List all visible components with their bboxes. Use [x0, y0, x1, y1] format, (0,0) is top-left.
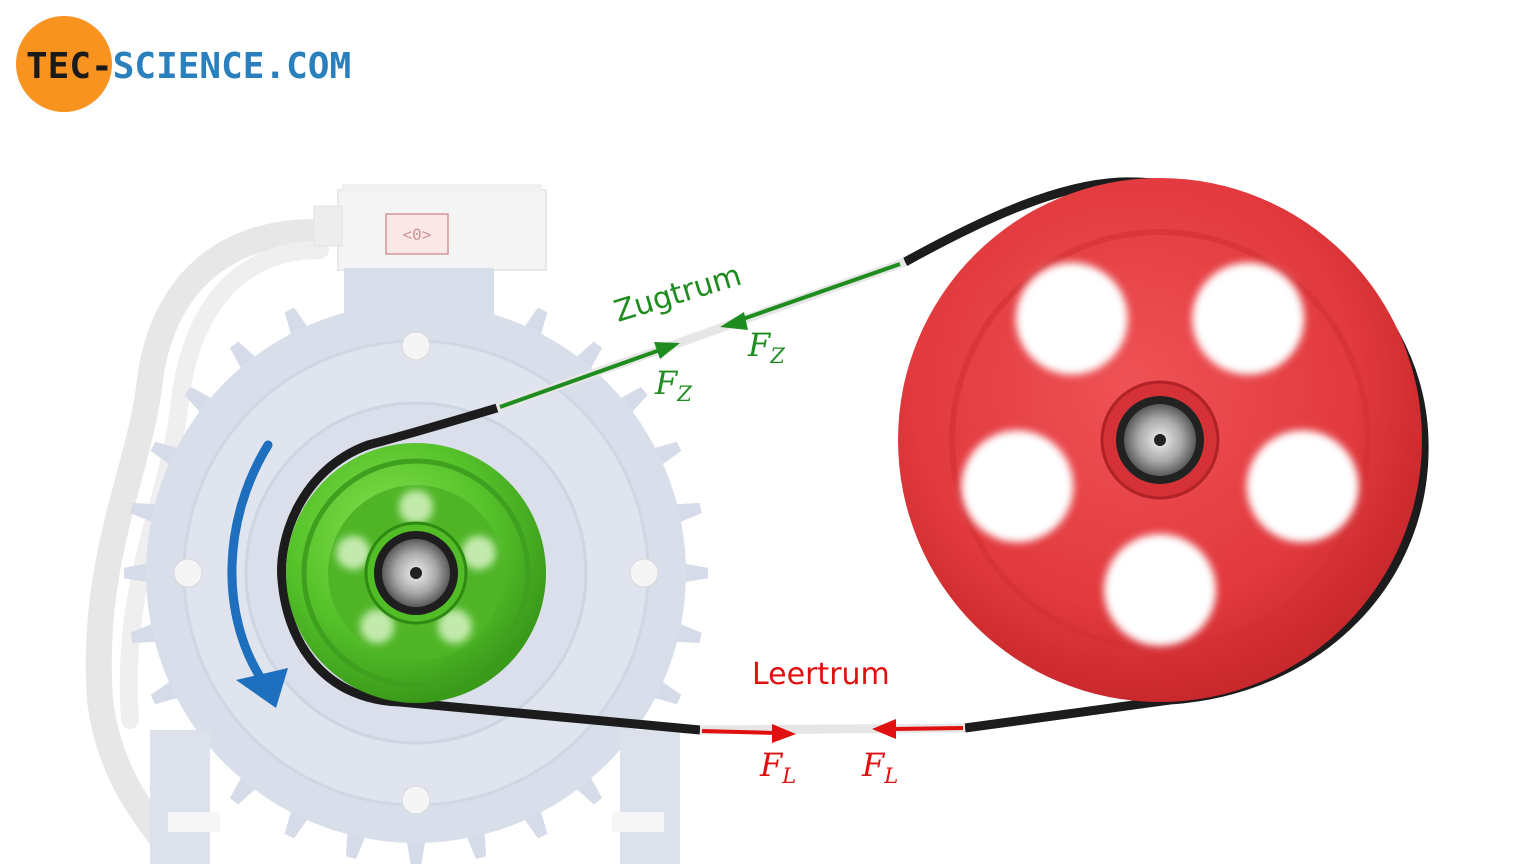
force-label-slack-right: FL: [861, 746, 898, 788]
driving-pulley: [286, 443, 546, 703]
force-subscript: Z: [676, 382, 692, 406]
force-arrowhead-tight-right: [720, 312, 748, 330]
screw-icon: [173, 558, 203, 588]
rotation-arrow-head: [236, 668, 288, 708]
force-symbol: F: [654, 364, 679, 402]
terminal-label: <0>: [403, 225, 432, 244]
pulley-hole: [437, 609, 472, 644]
pulley-hole: [360, 609, 395, 644]
svg-text:TEC-SCIENCE.COM: TEC-SCIENCE.COM: [26, 46, 351, 87]
force-subscript: L: [781, 764, 796, 788]
screw-icon: [629, 558, 659, 588]
force-label-slack-left: FL: [759, 746, 796, 788]
motor-foot: [150, 730, 210, 864]
terminal-cap: [342, 184, 542, 192]
pulley-hole: [1192, 262, 1305, 375]
slack-side-label: Leertrum: [752, 657, 890, 692]
force-subscript: L: [883, 764, 898, 788]
terminal-label-plate: [385, 213, 449, 255]
screw-icon: [401, 331, 431, 361]
terminal-gland: [313, 205, 343, 247]
logo-dash: -: [91, 46, 113, 87]
force-label-tight-lower: FZ: [654, 364, 692, 406]
force-symbol: F: [747, 326, 772, 364]
rotation-arrow-shaft: [227, 440, 273, 685]
pulley-hole: [961, 430, 1074, 543]
force-label-tight-upper: FZ: [747, 326, 785, 368]
driving-shaft-center: [410, 567, 422, 579]
force-arrow-slack-left: [701, 729, 776, 735]
driving-pulley-holes: [336, 490, 496, 644]
force-arrowhead-tight-left: [654, 342, 680, 359]
force-symbol: F: [759, 746, 784, 784]
force-arrowhead-slack-right: [872, 719, 896, 739]
force-subscript: Z: [769, 344, 785, 368]
curved-arrow-icon: [227, 440, 288, 708]
force-arrow-slack-right: [892, 726, 964, 731]
driven-shaft-center: [1154, 434, 1166, 446]
logo-part-blue: SCIENCE.COM: [113, 46, 351, 87]
motor-cable: [119, 241, 329, 729]
pulley-hole: [1104, 534, 1216, 646]
force-arrowhead-slack-left: [772, 724, 796, 743]
force-arrow-tight-left: [499, 348, 661, 409]
pulley-hole: [461, 535, 496, 570]
tight-side-label: Zugtrum: [610, 258, 745, 330]
motor-cable: [85, 218, 333, 863]
logo-part-dark: TEC: [26, 46, 91, 87]
pulley-hole: [1015, 262, 1128, 375]
tight-side-forces: [499, 262, 901, 409]
pulley-hole: [399, 490, 433, 524]
site-logo[interactable]: TEC-SCIENCE.COM: [16, 16, 351, 112]
driven-pulley-groove: [949, 229, 1371, 651]
driven-pulley-holes: [961, 262, 1359, 646]
pulley-hole: [1246, 430, 1359, 543]
slack-side-forces: [701, 719, 964, 743]
driven-pulley: [898, 178, 1422, 702]
force-symbol: F: [861, 746, 886, 784]
force-arrow-tight-right: [739, 262, 901, 322]
motor-foot-pad: [168, 812, 220, 832]
pulley-hole: [336, 535, 371, 570]
driving-pulley-groove: [301, 458, 531, 688]
motor-foot-pad: [612, 812, 664, 832]
screw-icon: [401, 785, 431, 815]
motor-foot: [620, 730, 680, 864]
belt-wrap-driver: [277, 403, 701, 735]
logo-circle: [16, 16, 112, 112]
